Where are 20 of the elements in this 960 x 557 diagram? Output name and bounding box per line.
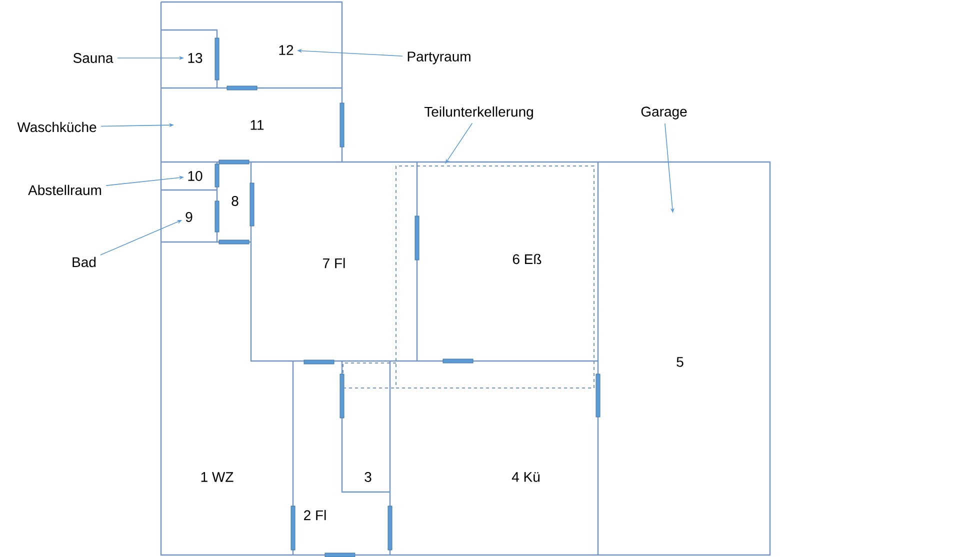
room-label: 4 Kü: [512, 472, 540, 482]
room-label: 1 WZ: [201, 472, 234, 482]
room-label: 8: [232, 196, 238, 206]
room-name: Abstellraum: [28, 184, 102, 196]
room-label: 11: [250, 120, 264, 130]
room-name: Sauna: [73, 53, 114, 63]
room-number: 12: [279, 45, 294, 55]
room-name: Waschküche: [17, 122, 96, 132]
room-number: 9: [186, 212, 192, 222]
room-label: 3: [364, 472, 372, 482]
room-number: 10: [188, 171, 202, 181]
room-name: Partyraum: [408, 52, 470, 64]
room-label: 2 Fl: [304, 510, 326, 520]
room-number: 13: [188, 53, 202, 63]
room-label: 6 Eß: [512, 254, 542, 264]
room-label: 5: [676, 357, 684, 367]
room-name: Teilunterkellerung: [424, 106, 533, 120]
room-label: 7 Fl: [323, 258, 345, 268]
room-name: Garage: [641, 106, 687, 120]
room-name: Bad: [72, 256, 96, 268]
